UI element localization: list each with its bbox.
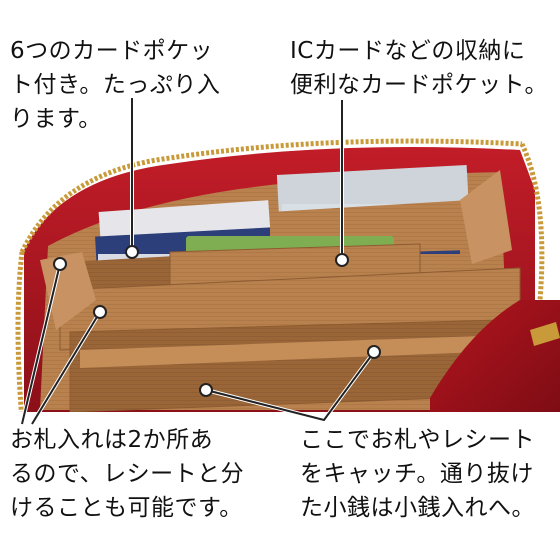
- caption-line: 6つのカードポケッ: [10, 38, 214, 64]
- wallet-front-right: [430, 300, 560, 420]
- caption-card-pockets: 6つのカードポケッ ト付き。たっぷり入 ります。: [10, 34, 220, 136]
- caption-line: ここでお札やレシート: [300, 427, 535, 453]
- pointer-dot-card: [125, 245, 139, 259]
- caption-ic-pocket: ICカードなどの収納に 便利なカードポケット。: [290, 34, 548, 102]
- pointer-dot-ic: [335, 253, 349, 267]
- gusset-right: [460, 170, 512, 264]
- caption-line: ります。: [10, 106, 102, 132]
- pointer-dot-bill-2: [93, 305, 107, 319]
- gusset-left: [40, 252, 96, 330]
- zipper-left: [15, 251, 25, 421]
- pointer-dot-catch-2: [367, 345, 381, 359]
- caption-line: た小銭は小銭入れへ。: [300, 495, 535, 521]
- caption-line: けることも可能です。: [10, 495, 243, 521]
- caption-line: をキャッチ。通り抜け: [300, 461, 534, 487]
- pointer-dot-catch-1: [199, 383, 213, 397]
- caption-background: [0, 412, 560, 560]
- divider-panel: [80, 336, 480, 368]
- caption-line: ト付き。たっぷり入: [10, 72, 221, 98]
- pointer-bill-compartments: [20, 263, 102, 426]
- caption-line: 便利なカードポケット。: [290, 72, 549, 98]
- caption-catch-area: ここでお札やレシート をキャッチ。通り抜け た小銭は小銭入れへ。: [300, 423, 535, 525]
- pointer-catch-area: [205, 350, 376, 423]
- zipper-pull: [530, 322, 560, 346]
- caption-line: るので、レシートと分: [10, 461, 245, 487]
- caption-line: お札入れは2か所あ: [10, 427, 214, 453]
- caption-bill-compartments: お札入れは2か所あ るので、レシートと分 けることも可能です。: [10, 423, 244, 525]
- pointer-dot-bill-1: [53, 257, 67, 271]
- caption-line: ICカードなどの収納に: [290, 38, 526, 64]
